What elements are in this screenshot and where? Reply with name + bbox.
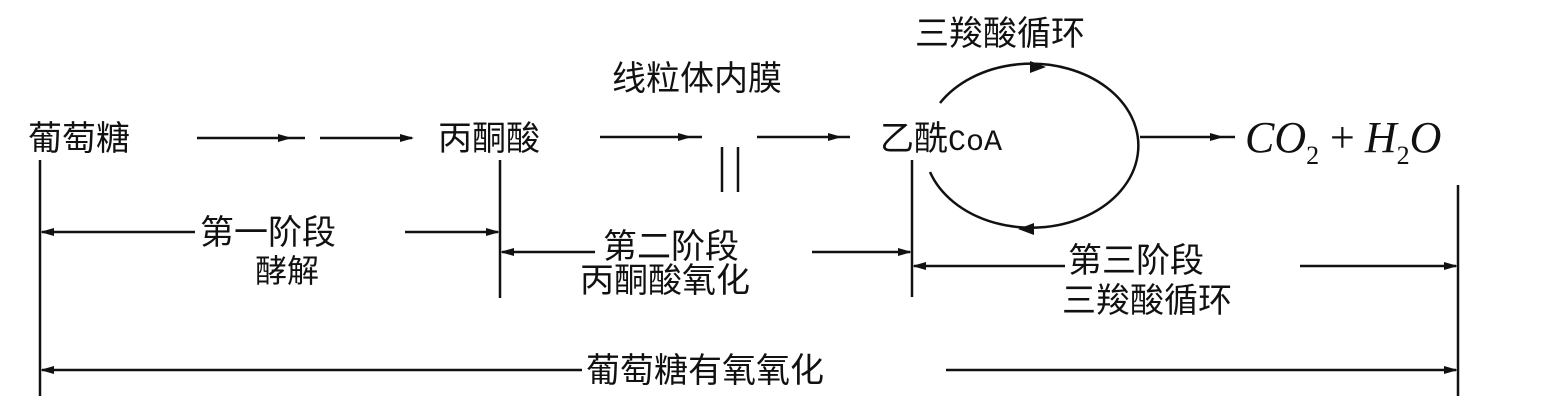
overall-label: 葡萄糖有氧氧化 (586, 351, 824, 391)
products-label: CO2+H2O (1245, 113, 1441, 170)
cycle-arrow-bottom (1018, 223, 1034, 235)
stage1-title: 第一阶段 (200, 213, 336, 253)
co-text: CO (1245, 113, 1306, 162)
coa-text: CoA (948, 126, 1002, 160)
plus-sign: + (1327, 113, 1357, 162)
membrane-label: 线粒体内膜 (612, 59, 782, 99)
stage1-subtitle: 酵解 (255, 252, 319, 290)
stage2-title: 第二阶段 (603, 227, 739, 267)
cycle-arrow-top (1030, 61, 1046, 73)
o-text: O (1410, 113, 1442, 162)
stage3-title: 第三阶段 (1068, 241, 1204, 281)
co-subscript: 2 (1306, 141, 1319, 170)
acetyl-prefix: 乙酰 (880, 119, 948, 159)
cycle-top-label: 三羧酸循环 (915, 14, 1085, 54)
glucose-label: 葡萄糖 (28, 119, 130, 159)
h-subscript: 2 (1397, 141, 1410, 170)
stage2-subtitle: 丙酮酸氧化 (580, 261, 750, 301)
stage3-subtitle: 三羧酸循环 (1062, 281, 1232, 321)
cycle-circle (928, 62, 1140, 229)
acetyl-coa-label: 乙酰CoA (880, 119, 1002, 160)
h-text: H (1364, 113, 1399, 162)
pyruvate-label: 丙酮酸 (438, 119, 540, 159)
